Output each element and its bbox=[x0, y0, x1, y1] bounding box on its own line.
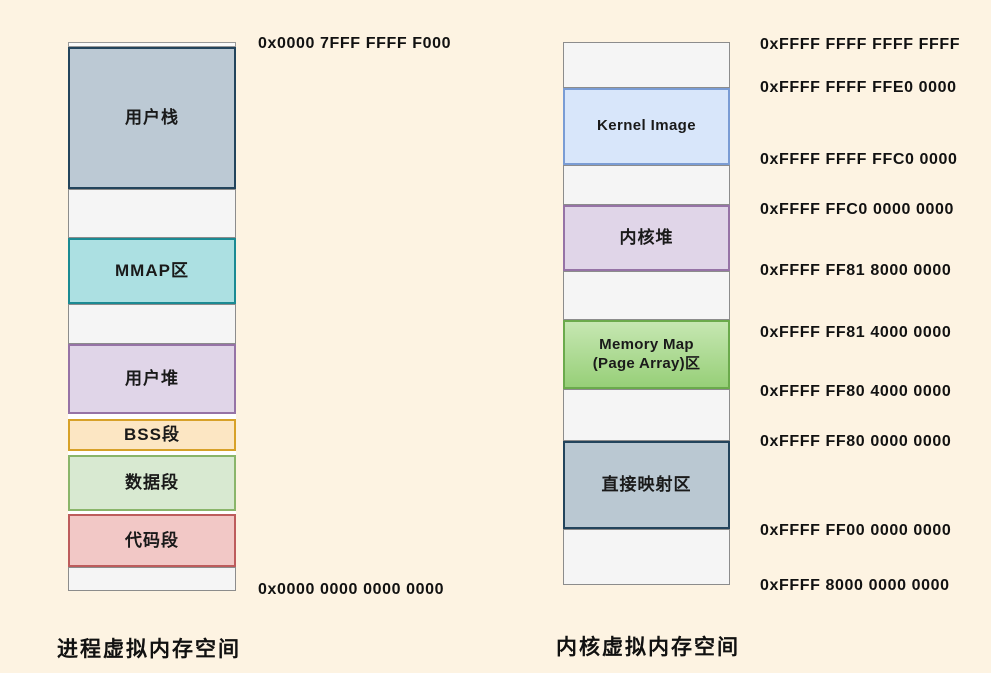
process-space-caption: 进程虚拟内存空间 bbox=[57, 638, 241, 661]
address-label: 0xFFFF FFFF FFC0 0000 bbox=[760, 151, 958, 168]
segment-label: 用户堆 bbox=[125, 369, 179, 389]
kernel-memory-column: Kernel Image 内核堆 Memory Map (Page Array)… bbox=[563, 42, 730, 585]
segment-label-line1: Memory Map bbox=[599, 335, 694, 353]
segment-kernel-image: Kernel Image bbox=[563, 88, 730, 165]
address-label: 0xFFFF FF81 8000 0000 bbox=[760, 262, 952, 279]
segment-empty bbox=[563, 389, 730, 441]
segment-code: 代码段 bbox=[68, 514, 236, 567]
address-label: 0xFFFF FFFF FFFF FFFF bbox=[760, 36, 961, 53]
kernel-space-caption: 内核虚拟内存空间 bbox=[556, 636, 740, 659]
segment-label: 代码段 bbox=[125, 530, 179, 550]
segment-empty bbox=[68, 304, 236, 344]
segment-empty bbox=[563, 165, 730, 205]
segment-label: 直接映射区 bbox=[601, 475, 692, 495]
segment-user-heap: 用户堆 bbox=[68, 344, 236, 414]
segment-label: BSS段 bbox=[124, 425, 180, 445]
process-memory-column: 用户栈 MMAP区 用户堆 BSS段 数据段 代码段 bbox=[68, 42, 236, 591]
segment-bss: BSS段 bbox=[68, 419, 236, 451]
segment-top-strip bbox=[68, 42, 236, 47]
segment-empty bbox=[68, 567, 236, 591]
segment-user-stack: 用户栈 bbox=[68, 47, 236, 189]
address-label: 0xFFFF FFFF FFE0 0000 bbox=[760, 79, 957, 96]
segment-direct-mapping: 直接映射区 bbox=[563, 441, 730, 529]
segment-label: 用户栈 bbox=[125, 108, 179, 128]
segment-label: 数据段 bbox=[125, 473, 179, 493]
address-label-process-top: 0x0000 7FFF FFFF F000 bbox=[258, 35, 452, 52]
address-label: 0xFFFF FF00 0000 0000 bbox=[760, 522, 952, 539]
segment-label: MMAP区 bbox=[115, 261, 189, 281]
segment-label: Kernel Image bbox=[596, 117, 696, 135]
address-label-process-bottom: 0x0000 0000 0000 0000 bbox=[258, 581, 445, 598]
segment-label-line2: (Page Array)区 bbox=[592, 354, 701, 372]
address-label: 0xFFFF 8000 0000 0000 bbox=[760, 577, 950, 594]
segment-empty bbox=[563, 529, 730, 585]
segment-empty bbox=[563, 42, 730, 88]
segment-memory-map-page-array: Memory Map (Page Array)区 bbox=[563, 320, 730, 389]
segment-data: 数据段 bbox=[68, 455, 236, 511]
segment-label: 内核堆 bbox=[619, 228, 674, 248]
segment-kernel-heap: 内核堆 bbox=[563, 205, 730, 271]
segment-empty bbox=[563, 271, 730, 320]
address-label: 0xFFFF FF80 4000 0000 bbox=[760, 383, 952, 400]
segment-mmap-area: MMAP区 bbox=[68, 238, 236, 304]
address-label: 0xFFFF FFC0 0000 0000 bbox=[760, 201, 955, 218]
address-label: 0xFFFF FF81 4000 0000 bbox=[760, 324, 952, 341]
segment-empty bbox=[68, 189, 236, 238]
address-label: 0xFFFF FF80 0000 0000 bbox=[760, 433, 952, 450]
